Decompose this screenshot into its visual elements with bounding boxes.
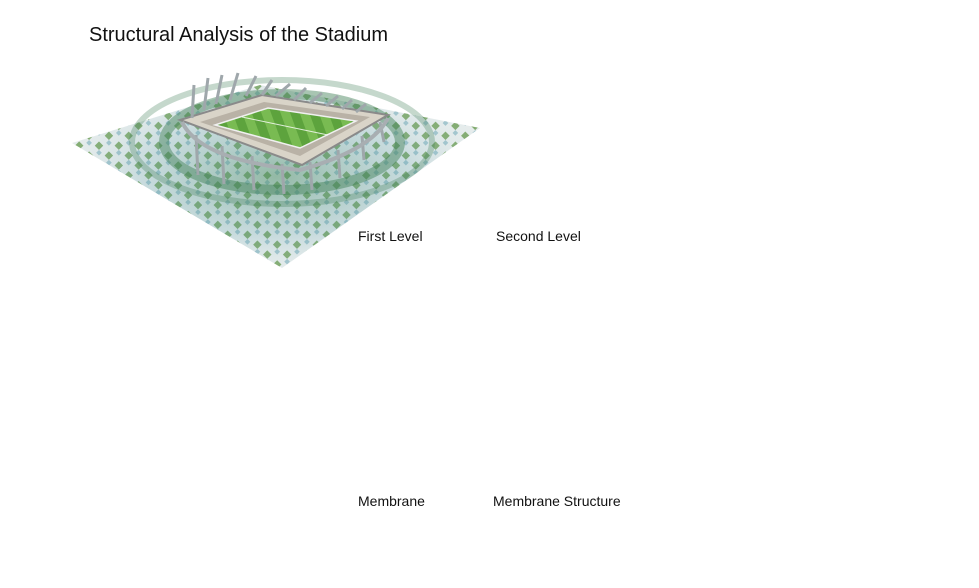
second-level-label: Second Level — [496, 228, 581, 244]
membrane-structure-label: Membrane Structure — [493, 493, 621, 509]
first-level-label: First Level — [358, 228, 423, 244]
membrane-label: Membrane — [358, 493, 425, 509]
page-title: Structural Analysis of the Stadium — [89, 24, 389, 46]
first-level-illustration — [72, 72, 480, 268]
